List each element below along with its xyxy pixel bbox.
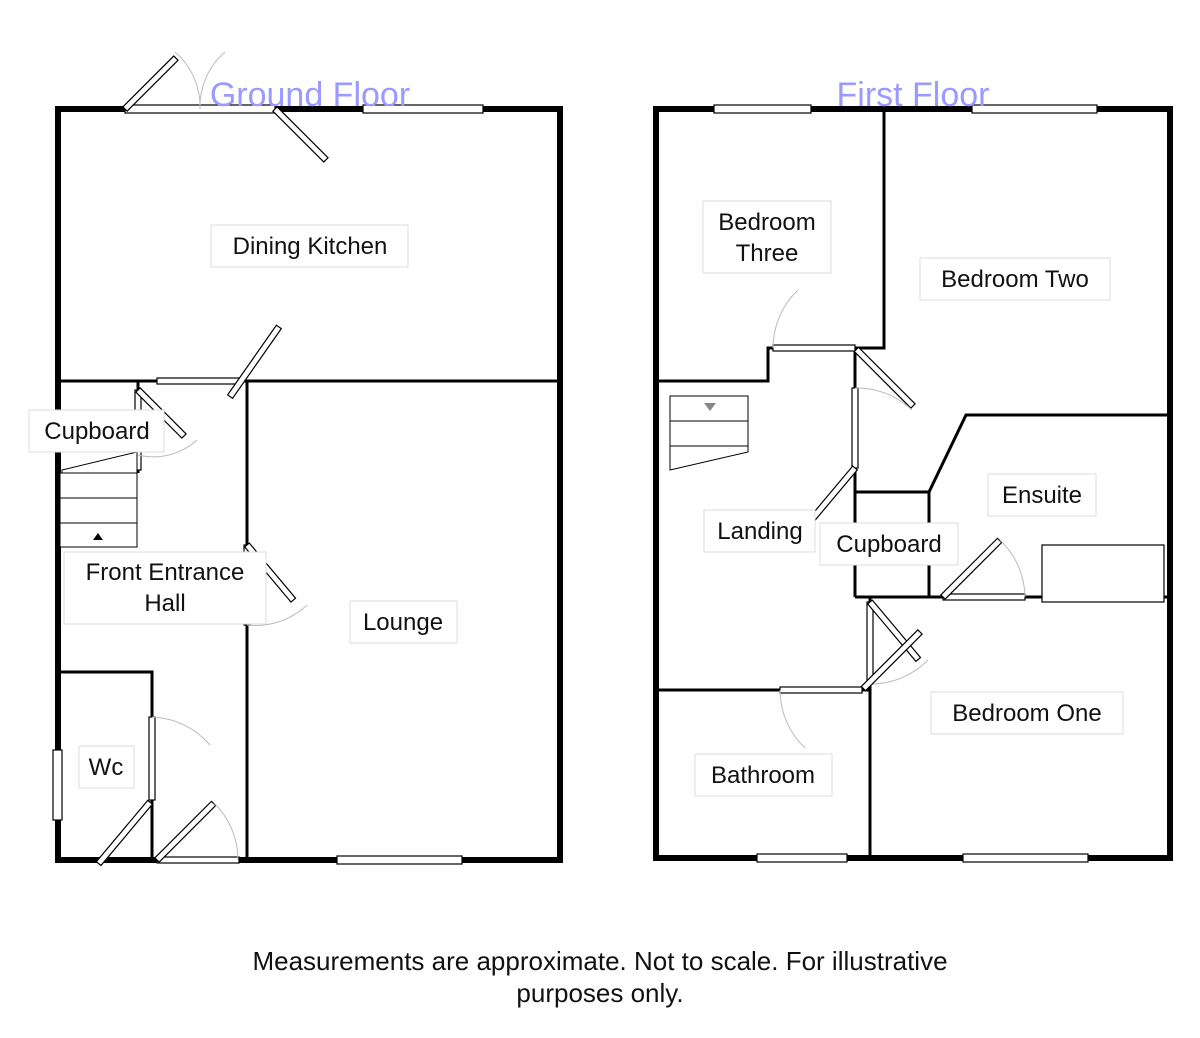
bedroom-one-door-swing [869,659,929,685]
first-floor-stairs [669,395,749,471]
ground-floor-plan: Ground Floor Dining Kitchen Cupboard Fro… [28,51,563,867]
room-label-lounge: Lounge [363,609,443,636]
ensuite-door-frame [942,593,1026,601]
front-door-swing [213,802,239,861]
ensuite-door-swing [999,539,1026,598]
bedroom-one-door-frame [866,601,874,685]
room-label-landing: Landing [717,518,802,545]
room-label-bedroom-one: Bedroom One [952,700,1101,727]
disclaimer-line1: Measurements are approximate. Not to sca… [252,946,948,976]
wc-door-frame [148,716,156,801]
wc-door[interactable] [95,799,154,867]
wc-door-swing [151,716,211,746]
room-label-bedroom-three-line1: Bedroom [718,209,815,236]
kitchen-door-frame [156,377,242,385]
kitchen-door[interactable] [226,324,283,400]
lounge-door-swing [246,604,308,626]
bedroom-three-door[interactable] [853,346,916,409]
bedroom-three-door-frame [772,344,856,352]
stairs-up-arrow-icon [93,533,103,540]
bedroom-two-window [971,104,1098,114]
bathroom-door-frame [779,686,863,694]
bedroom-one-door[interactable] [866,599,922,663]
room-label-bathroom: Bathroom [711,762,815,789]
ensuite-top-wall [855,413,1167,494]
disclaimer-line2: purposes only. [516,978,684,1008]
front-door[interactable] [154,800,217,863]
room-label-cupboard: Cupboard [44,418,149,445]
stairs-down-arrow-icon [704,403,716,411]
ground-floor-title: Ground Floor [210,76,410,114]
bathroom-door-swing [779,689,806,749]
bedroom-three-wall [656,112,886,383]
disclaimer: Measurements are approximate. Not to sca… [0,945,1200,1009]
bathroom-door[interactable] [860,629,923,692]
ground-floor-outer-wall [55,106,563,863]
patio-door-left-swing [174,51,201,110]
ensuite-door[interactable] [940,537,1003,600]
room-label-hall-line2: Hall [144,590,185,617]
patio-door-right[interactable] [272,106,329,163]
wc-window [52,749,63,821]
room-label-hall-line1: Front Entrance [86,559,245,586]
bedroom-one-window [962,853,1089,863]
first-floor-plan: First Floor Bedroom Three Bedroom Two En… [653,76,1173,863]
room-label-bedroom-two: Bedroom Two [941,266,1089,293]
patio-door-left[interactable] [122,55,179,112]
lounge-window [336,855,463,865]
bedroom-three-window [713,104,812,114]
bedroom-three-door-swing [772,289,799,349]
room-label-bedroom-three-line2: Three [736,240,799,267]
bedroom-two-door-swing [854,387,913,411]
room-label-dining-kitchen: Dining Kitchen [233,233,388,260]
room-label-ensuite: Ensuite [1002,482,1082,509]
room-label-cupboard-first: Cupboard [836,531,941,558]
patio-door-right-swing [199,51,226,110]
first-floor-title: First Floor [837,76,990,114]
bedroom-two-door-frame [851,387,859,469]
room-label-wc: Wc [89,754,124,781]
front-door-frame [156,856,240,864]
first-floor-outer-wall [653,106,1173,861]
cupboard-door-swing [137,439,198,458]
ground-stairs [59,451,138,548]
bath-tub [1041,544,1165,603]
bathroom-window [756,853,848,863]
kitchen-window [362,104,484,114]
